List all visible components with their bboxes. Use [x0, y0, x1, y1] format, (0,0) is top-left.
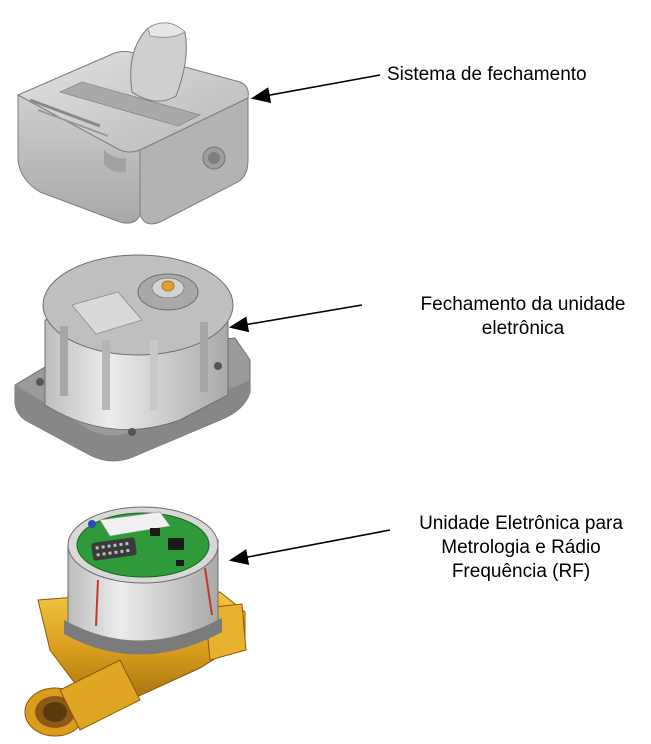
label-electronic-unit-line-2: Metrologia e Rádio — [441, 537, 601, 558]
label-electronic-unit: Unidade Eletrônica para Metrologia e Rád… — [396, 512, 646, 584]
closing-system-cover — [16, 22, 249, 225]
label-electronic-unit-closure-line-2: eletrônica — [481, 318, 565, 339]
arrow-electronic-unit — [228, 529, 391, 565]
label-electronic-unit-line-1: Unidade Eletrônica para — [419, 513, 623, 534]
label-closing-system: Sistema de fechamento — [387, 63, 587, 87]
electronic-unit-assembly — [24, 506, 247, 737]
label-electronic-unit-closure: Fechamento da unidade eletrônica — [398, 293, 648, 341]
electronic-unit-closure — [14, 254, 251, 462]
arrow-closing-system — [250, 74, 381, 103]
arrow-electronic-unit-closure — [228, 304, 363, 333]
label-electronic-unit-closure-line-1: Fechamento da unidade — [420, 294, 626, 315]
label-electronic-unit-line-3: Frequência (RF) — [451, 561, 591, 582]
label-closing-system-text: Sistema de fechamento — [387, 64, 587, 85]
